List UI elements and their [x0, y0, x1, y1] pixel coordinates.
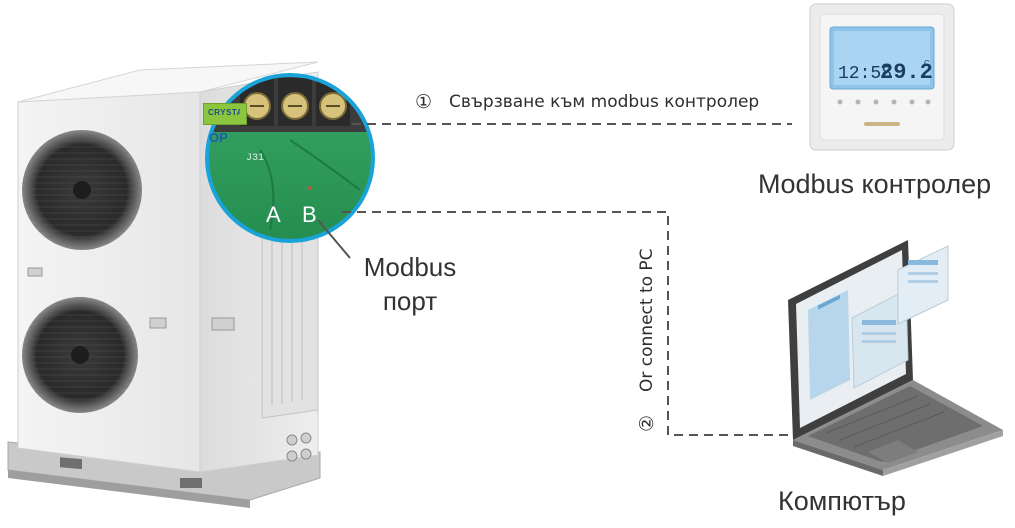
connection-1-label: Свързване към modbus контролер	[449, 92, 760, 112]
connection-2-label: Or connect to PC	[637, 248, 657, 392]
controller-temp: 29.2	[880, 60, 933, 85]
modbus-port-label: Modbus порт	[352, 250, 468, 318]
board-marking: J31	[246, 153, 264, 164]
connection-1-number: ①	[415, 91, 433, 113]
terminal-label-b: B	[302, 202, 317, 227]
laptop-computer	[788, 240, 1003, 476]
brand-text: CRYSTAL	[208, 108, 240, 117]
controller-buttons	[837, 99, 931, 105]
heat-pump-unit	[7, 61, 321, 508]
computer-label: Компютър	[778, 486, 906, 516]
fan-bottom-icon	[22, 297, 138, 413]
sub-brand-text: OP	[209, 130, 228, 145]
controller-unit: C	[924, 59, 930, 68]
line-to-pc	[342, 211, 790, 436]
modbus-port-line1: Modbus	[363, 252, 457, 282]
modbus-port-line2: порт	[382, 286, 438, 316]
modbus-controller-device: 12:58 29.2 C	[809, 3, 955, 151]
controller-time: 12:58	[838, 64, 892, 84]
terminal-label-a: A	[266, 202, 281, 227]
connection-2-number: ②	[636, 414, 658, 432]
fan-top-icon	[22, 130, 142, 250]
port-pointer-line	[317, 219, 351, 259]
modbus-controller-label: Modbus контролер	[758, 169, 992, 199]
terminal-screws	[240, 78, 350, 126]
brand-badge	[203, 103, 247, 125]
